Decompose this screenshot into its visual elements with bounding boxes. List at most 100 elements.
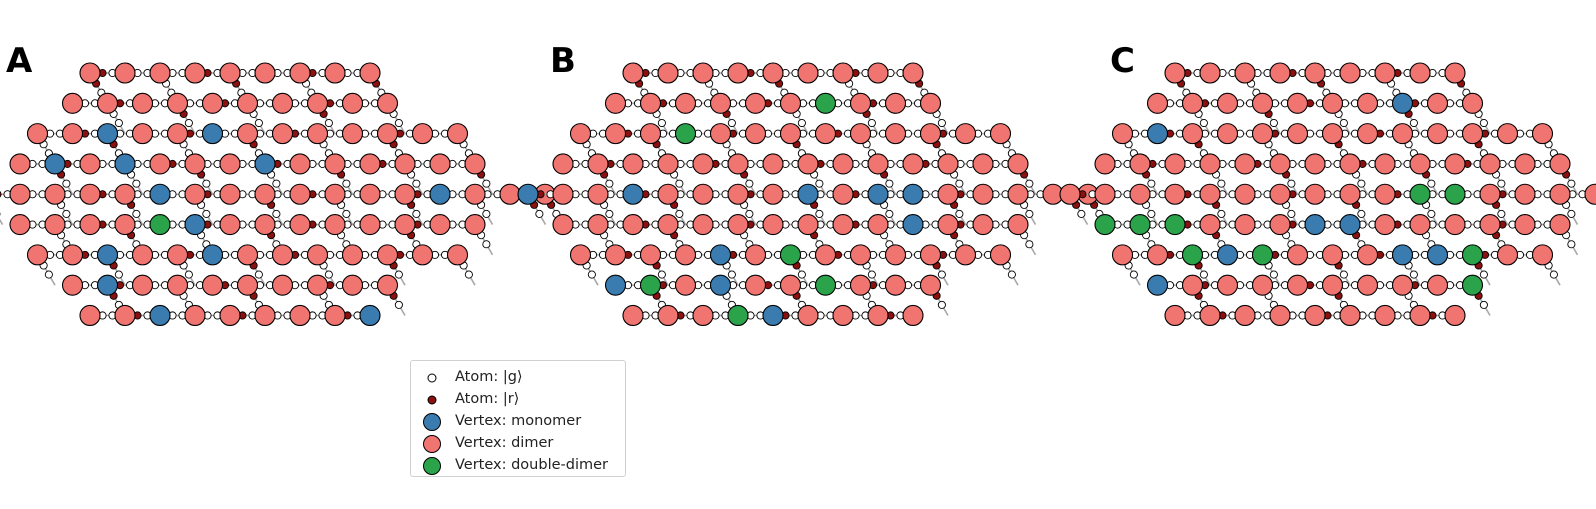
dimer-vertex (1374, 214, 1396, 236)
atom (394, 270, 403, 279)
dimer-vertex (1111, 123, 1134, 145)
dimer-vertex (902, 304, 924, 327)
dimer-vertex (1514, 183, 1536, 205)
panel-b-lattice (517, 62, 1107, 327)
dimer-vertex (657, 214, 679, 236)
dimer-vertex (1164, 304, 1186, 327)
atom (342, 209, 351, 218)
dimer-vertex (184, 304, 206, 327)
dimer-vertex (1269, 214, 1291, 236)
dimer-vertex (552, 183, 574, 205)
dimer-vertex (166, 123, 189, 145)
dimer-vertex (884, 92, 907, 114)
dimer-vertex (1304, 153, 1326, 175)
dimer-vertex (954, 123, 977, 145)
dimer-vertex (1286, 92, 1309, 114)
atom (1427, 179, 1436, 188)
dimer-vertex (79, 214, 101, 236)
dimer-vertex (376, 244, 399, 266)
dimer-vertex (674, 274, 697, 296)
dimer-vertex (96, 92, 119, 114)
atom (324, 270, 333, 279)
dimer-vertex (954, 244, 977, 266)
dimer-vertex (271, 123, 294, 145)
atom (675, 209, 684, 218)
dimer-vertex (849, 274, 872, 296)
atom (62, 179, 71, 188)
dimer-vertex (989, 123, 1012, 145)
dimer-vertex (622, 62, 644, 84)
dimer-vertex (1286, 123, 1309, 145)
atom (1497, 179, 1506, 188)
double-dimer-vertex (1251, 244, 1274, 266)
atom (605, 209, 614, 218)
dimer-vertex (1199, 62, 1221, 84)
atom (412, 209, 421, 218)
legend-item-monomer: Vertex: monomer (411, 411, 625, 433)
dimer-vertex (867, 304, 889, 327)
dimer-vertex (902, 62, 924, 84)
dimer-vertex (236, 92, 259, 114)
dimer-vertex (989, 244, 1012, 266)
legend-label-monomer: Vertex: monomer (455, 413, 582, 429)
atom (1025, 240, 1034, 249)
atom (1567, 240, 1576, 249)
dimer-vertex (341, 92, 364, 114)
atom-rydberg-icon (427, 395, 437, 405)
dimer-vertex (201, 92, 224, 114)
double-dimer-vertex (1164, 214, 1186, 236)
panel-label-b: B (550, 41, 576, 81)
dimer-vertex (324, 153, 346, 175)
dimer-vertex (376, 92, 399, 114)
dimer-vertex (1531, 244, 1554, 266)
dimer-vertex (1444, 62, 1466, 84)
double-dimer-vertex (1094, 214, 1116, 236)
dimer-vertex (1269, 153, 1291, 175)
monomer-vertex (1391, 92, 1414, 114)
dimer-vertex (884, 244, 907, 266)
dimer-vertex (902, 153, 924, 175)
panel-c-lattice (1059, 62, 1596, 327)
dimer-vertex (692, 183, 714, 205)
dimer-vertex (9, 153, 31, 175)
dimer-vertex (1339, 183, 1361, 205)
monomer-vertex (622, 183, 644, 205)
vertices-layer (9, 62, 556, 327)
dimer-vertex (1234, 214, 1256, 236)
atom (1077, 209, 1086, 218)
dimer-vertex (622, 304, 644, 327)
dimer-vertex (727, 214, 749, 236)
dimer-vertex (1496, 123, 1519, 145)
monomer-vertex (1216, 244, 1239, 266)
dimer-vertex (271, 92, 294, 114)
dimer-vertex (219, 183, 241, 205)
dimer-vertex (762, 183, 784, 205)
dimer-vertex (1199, 214, 1221, 236)
dimer-vertex (131, 92, 154, 114)
dimer-vertex (499, 183, 521, 205)
monomer-vertex (44, 153, 66, 175)
atom (1025, 209, 1034, 218)
dimer-vertex (1007, 183, 1029, 205)
monomer-vertex (1426, 244, 1449, 266)
atom (1339, 270, 1348, 279)
dimer-vertex (1356, 92, 1379, 114)
dimer-vertex (762, 153, 784, 175)
monomer-vertex (201, 244, 224, 266)
dimer-vertex (114, 183, 136, 205)
dimer-vertex (1479, 214, 1501, 236)
dimer-vertex (131, 244, 154, 266)
atom (657, 118, 666, 128)
atom (482, 179, 491, 188)
dimer-vertex (1007, 214, 1029, 236)
dimer-vertex (797, 153, 819, 175)
monomer-vertex (184, 214, 206, 236)
dimer-vertex (639, 123, 662, 145)
monomer-vertex (359, 304, 381, 327)
atom (272, 209, 281, 218)
double-dimer-vertex (814, 92, 837, 114)
atom (867, 118, 876, 128)
dimer-vertex (376, 274, 399, 296)
dimer-vertex (884, 274, 907, 296)
